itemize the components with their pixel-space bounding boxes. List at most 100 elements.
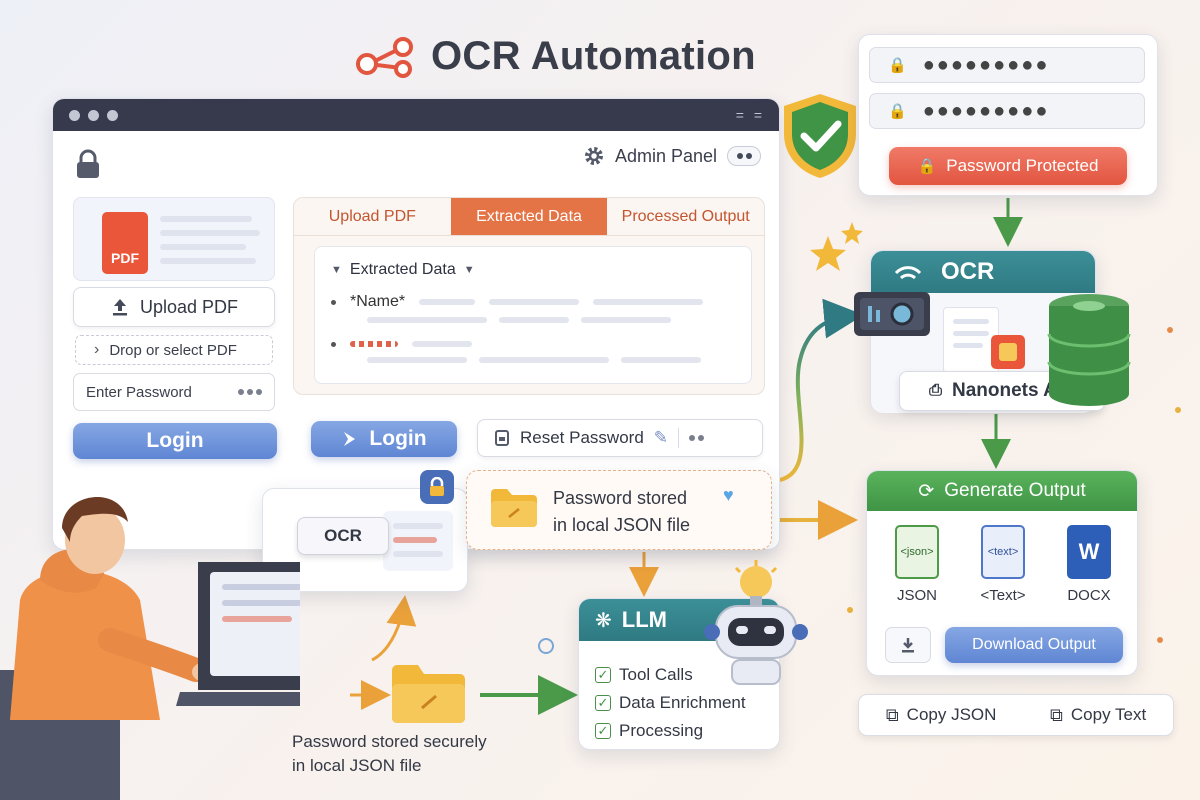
text-file-icon: <text> bbox=[981, 525, 1025, 579]
password-card: 🔒 ●●●●●●●●● 🔒 ●●●●●●●●● 🔒 Password Prote… bbox=[858, 34, 1158, 196]
generate-output-card: ⟳ Generate Output <json> JSON <text> <Te… bbox=[866, 470, 1138, 676]
window-dot-icon[interactable] bbox=[88, 109, 99, 121]
chevron-right-icon: › bbox=[94, 341, 100, 358]
ocr-scanner-label: OCR bbox=[297, 517, 389, 555]
login-label: Login bbox=[369, 427, 427, 450]
llm-title: LLM bbox=[621, 607, 667, 632]
upload-pdf-label: Upload PDF bbox=[139, 296, 239, 317]
pdf-preview: PDF bbox=[73, 197, 275, 281]
redacted-value bbox=[350, 341, 398, 347]
llm-item-label: Tool Calls bbox=[619, 665, 693, 684]
tab-processed-output[interactable]: Processed Output bbox=[621, 207, 750, 225]
drop-label: Drop or select PDF bbox=[109, 341, 237, 359]
window-dot-icon[interactable] bbox=[107, 109, 118, 121]
checkbox-icon: ✓ bbox=[595, 695, 611, 711]
tab-upload-pdf[interactable]: Upload PDF bbox=[328, 207, 416, 225]
data-row: *Name* bbox=[331, 293, 735, 311]
caption-line-2: in local JSON file bbox=[292, 756, 422, 775]
extracted-data-header[interactable]: ▼ Extracted Data ▼ bbox=[331, 261, 735, 279]
checkbox-icon: ✓ bbox=[595, 667, 611, 683]
format-label: JSON bbox=[896, 587, 937, 604]
more-icon[interactable] bbox=[689, 435, 705, 441]
password-stored-note: Password stored in local JSON file ♥ bbox=[466, 470, 772, 550]
copy-json-label: Copy JSON bbox=[906, 705, 997, 724]
copy-json-button[interactable]: ⧉ Copy JSON bbox=[886, 705, 997, 726]
nanonets-api-label: Nanonets API bbox=[951, 380, 1075, 401]
password-protected-button[interactable]: 🔒 Password Protected bbox=[889, 147, 1127, 185]
window-dot-icon[interactable] bbox=[69, 109, 80, 121]
gear-icon bbox=[584, 147, 603, 165]
copy-text-label: Copy Text bbox=[1070, 705, 1147, 724]
login-button[interactable]: Login bbox=[73, 423, 277, 459]
more-icon[interactable] bbox=[238, 389, 262, 395]
caret-down-icon: ▼ bbox=[463, 264, 475, 276]
shield-check-icon bbox=[784, 94, 856, 178]
printer-icon: ⎙ bbox=[929, 382, 942, 399]
camera-icon bbox=[854, 292, 930, 336]
reset-password-button[interactable]: Reset Password ✎ bbox=[477, 419, 763, 457]
password-input[interactable]: Enter Password bbox=[73, 373, 275, 411]
lock-icon: 🔒 bbox=[917, 158, 937, 175]
download-output-button[interactable]: Download Output bbox=[945, 627, 1123, 663]
llm-item-label: Data Enrichment bbox=[619, 693, 746, 712]
lock-icon bbox=[77, 149, 99, 178]
ocr-title: OCR bbox=[941, 258, 995, 285]
stored-line-1: Password stored bbox=[553, 488, 688, 508]
format-docx[interactable]: W DOCX bbox=[1053, 525, 1125, 604]
format-label: <Text> bbox=[980, 587, 1026, 604]
word-file-icon: W bbox=[1067, 525, 1111, 579]
admin-panel-link[interactable]: Admin Panel bbox=[583, 145, 761, 167]
window-titlebar: = = bbox=[53, 99, 779, 131]
heart-icon: ♥ bbox=[723, 485, 734, 505]
data-row bbox=[331, 341, 735, 347]
format-json[interactable]: <json> JSON bbox=[881, 525, 953, 604]
robot-icon bbox=[704, 560, 808, 685]
name-field-label: *Name* bbox=[350, 293, 406, 310]
llm-item-processing: ✓ Processing bbox=[595, 721, 703, 741]
ocr-scanner-card: OCR bbox=[262, 488, 468, 592]
generate-output-title: Generate Output bbox=[944, 480, 1086, 501]
admin-panel-label: Admin Panel bbox=[614, 145, 717, 166]
format-text[interactable]: <text> <Text> bbox=[967, 525, 1039, 604]
refresh-icon: ⟳ bbox=[918, 480, 935, 502]
download-output-label: Download Output bbox=[972, 636, 1096, 653]
download-icon[interactable] bbox=[885, 627, 931, 663]
password-protected-label: Password Protected bbox=[946, 156, 1099, 175]
password-mask: ●●●●●●●●● bbox=[922, 53, 1050, 76]
menu-icon[interactable]: = = bbox=[735, 107, 765, 123]
json-file-icon: <json> bbox=[895, 525, 939, 579]
copy-text-button[interactable]: ⧉ Copy Text bbox=[1050, 705, 1146, 726]
wifi-icon bbox=[894, 266, 922, 280]
copy-bar: ⧉ Copy JSON ⧉ Copy Text bbox=[858, 694, 1174, 736]
pdf-file-icon: PDF bbox=[102, 212, 148, 274]
password-field[interactable]: 🔒 ●●●●●●●●● bbox=[869, 47, 1145, 83]
stored-line-2: in local JSON file bbox=[553, 515, 691, 535]
pdf-badge: PDF bbox=[111, 250, 139, 266]
share-nodes-icon bbox=[356, 36, 413, 78]
person-illustration bbox=[0, 497, 300, 800]
password-confirm-field[interactable]: 🔒 ●●●●●●●●● bbox=[869, 93, 1145, 129]
upload-icon bbox=[112, 299, 127, 316]
llm-item-tool-calls: ✓ Tool Calls bbox=[595, 665, 693, 685]
extracted-data-card: ▼ Extracted Data ▼ *Name* bbox=[314, 246, 752, 384]
lock-icon: 🔒 bbox=[888, 57, 909, 74]
lock-icon bbox=[420, 470, 454, 504]
tab-extracted-data[interactable]: Extracted Data bbox=[450, 198, 608, 235]
title-text: OCR Automation bbox=[431, 34, 756, 78]
storage-caption: Password stored securely in local JSON f… bbox=[292, 730, 487, 778]
page-title: OCR Automation bbox=[355, 34, 756, 79]
openai-icon: ❋ bbox=[595, 609, 612, 632]
folder-icon bbox=[491, 489, 537, 527]
database-icon bbox=[1047, 294, 1131, 406]
copy-icon: ⧉ bbox=[885, 704, 899, 725]
pencil-icon: ✎ bbox=[653, 428, 669, 447]
upload-pdf-button[interactable]: Upload PDF bbox=[73, 287, 275, 327]
generate-output-header: ⟳ Generate Output bbox=[867, 471, 1137, 511]
login-button-secondary[interactable]: Login bbox=[311, 421, 457, 457]
admin-toggle[interactable] bbox=[727, 146, 761, 166]
caption-line-1: Password stored securely bbox=[292, 732, 487, 751]
drop-zone[interactable]: › Drop or select PDF bbox=[75, 335, 273, 365]
checkbox-icon: ✓ bbox=[595, 723, 611, 739]
caret-down-icon: ▼ bbox=[331, 264, 342, 276]
lock-icon: 🔒 bbox=[888, 103, 909, 120]
